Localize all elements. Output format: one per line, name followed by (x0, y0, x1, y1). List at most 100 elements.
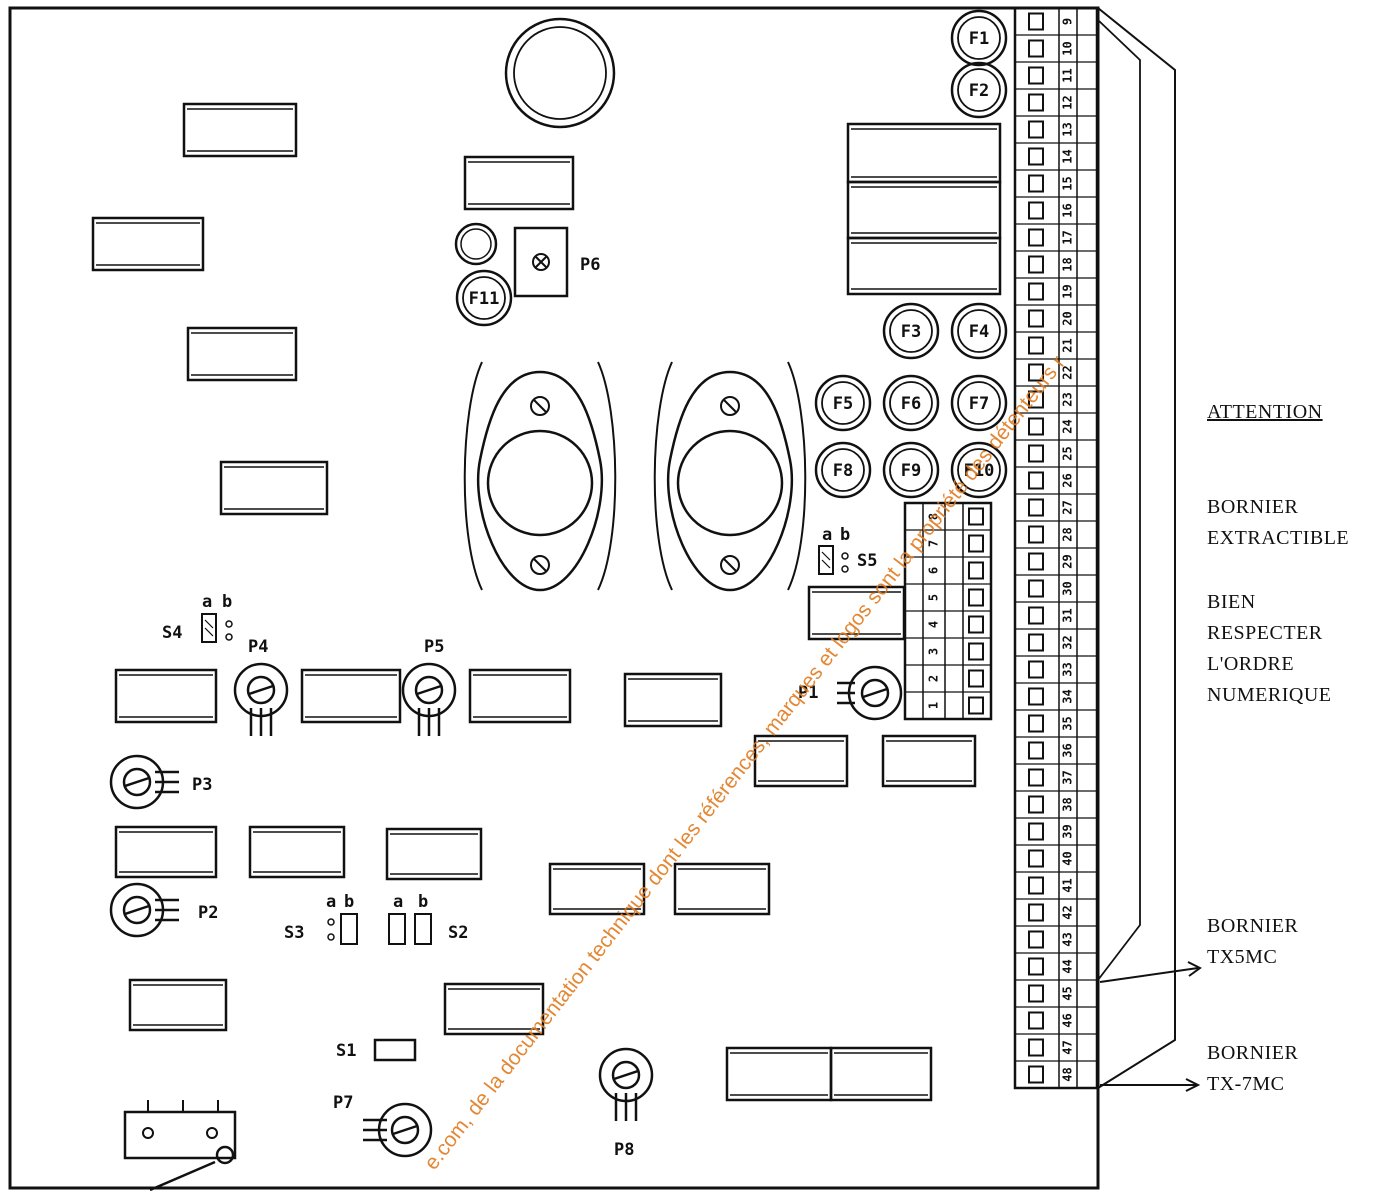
switch-pos-label: b (418, 892, 428, 912)
terminal-screw (1028, 633, 1044, 652)
fuse-label: F6 (901, 394, 921, 414)
potentiometer-legs (249, 708, 273, 736)
jumper-switch (818, 545, 834, 575)
potentiometer-knob (414, 675, 444, 705)
terminal-number: 14 (1061, 149, 1075, 163)
screw-slot (723, 399, 737, 413)
potentiometer-label: P1 (798, 683, 818, 703)
fuse-label: F3 (901, 322, 921, 342)
component-rect (846, 180, 1002, 240)
terminal-screw (1028, 714, 1044, 733)
component-body (846, 180, 1002, 240)
jumper-pin (327, 918, 335, 926)
fuse-holder (950, 61, 1008, 119)
fuse-label: F2 (969, 81, 989, 101)
jumper-hatch (204, 619, 214, 629)
terminal-number: 2 (927, 675, 941, 682)
terminal-screw (1028, 822, 1044, 841)
terminal-screw (1028, 768, 1044, 787)
fuse-label: F10 (964, 461, 995, 481)
terminal-number: 39 (1061, 824, 1075, 838)
switch-pos-label: b (222, 592, 232, 612)
fuse-holder (814, 374, 872, 432)
note-line: TX-7MC (1207, 1073, 1285, 1095)
terminal-number: 3 (927, 648, 941, 655)
terminal-number: 21 (1061, 338, 1075, 352)
terminal-number: 5 (927, 594, 941, 601)
terminal-number: 9 (1061, 18, 1075, 25)
fuse-label: F11 (469, 289, 500, 309)
terminal-number: 40 (1061, 851, 1075, 865)
jumper-pin (225, 633, 233, 641)
note-bornier-tx7mc: BORNIER TX-7MC (1207, 1038, 1298, 1100)
heatsink-fin (597, 361, 617, 591)
arrow-tx5mc (1099, 967, 1199, 983)
note-line: RESPECTER (1207, 622, 1323, 644)
switch-label: S4 (162, 623, 182, 643)
terminal-number: 15 (1061, 176, 1075, 190)
potentiometer-knob (122, 895, 152, 925)
terminal-number: 35 (1061, 716, 1075, 730)
terminal-number: 45 (1061, 986, 1075, 1000)
component-rect (114, 668, 218, 724)
connector-pin (215, 1145, 235, 1165)
potentiometer-legs (614, 1093, 638, 1121)
terminal-screw (1028, 930, 1044, 949)
switch-label: S5 (857, 551, 877, 571)
terminal-number: 13 (1061, 122, 1075, 136)
terminal-screw (1028, 201, 1044, 220)
component-rect (753, 734, 849, 788)
fuse-holder-inner (957, 68, 1001, 112)
potentiometer-label: P4 (248, 637, 268, 657)
terminal-number: 17 (1061, 230, 1075, 244)
terminal-number: 11 (1061, 68, 1075, 82)
terminal-screw (1028, 1065, 1044, 1084)
component-body (182, 102, 298, 158)
terminal-number: 44 (1061, 959, 1075, 973)
terminal-screw (1028, 687, 1044, 706)
terminal-number: 42 (1061, 905, 1075, 919)
connector-wire (149, 1160, 216, 1191)
note-line: BIEN (1207, 591, 1256, 613)
terminal-screw (1028, 525, 1044, 544)
fuse-holder-inner (821, 381, 865, 425)
component-body (846, 236, 1002, 296)
component-body (548, 862, 646, 916)
potentiometer-slot (392, 1124, 418, 1136)
terminal-number: 16 (1061, 203, 1075, 217)
fuse-holder-inner (957, 309, 1001, 353)
component-rect (182, 102, 298, 158)
component-body (114, 825, 218, 879)
terminal-screw (1028, 309, 1044, 328)
connector-hole (206, 1127, 218, 1139)
switch-pos-label: a (326, 892, 336, 912)
terminal-number: 47 (1061, 1040, 1075, 1054)
note-bornier-extractible: BORNIER EXTRACTIBLE (1207, 492, 1349, 554)
terminal-screw (1028, 66, 1044, 85)
transistor-case (476, 370, 604, 592)
note-line: TX5MC (1207, 946, 1278, 968)
terminal-number: 34 (1061, 689, 1075, 703)
mounting-screw (530, 396, 550, 416)
jumper-body (818, 545, 834, 575)
terminal-number: 38 (1061, 797, 1075, 811)
component-body (846, 122, 1002, 184)
component-body (443, 982, 545, 1036)
terminal-number: 1 (927, 702, 941, 709)
terminal-number: 8 (927, 513, 941, 520)
component-body (186, 326, 298, 382)
terminal-number: 33 (1061, 662, 1075, 676)
component-body (91, 216, 205, 272)
component-rect (114, 825, 218, 879)
potentiometer-label: P2 (198, 903, 218, 923)
jumper-hatch (821, 551, 831, 561)
fuse-holder (882, 374, 940, 432)
terminal-screw (1028, 282, 1044, 301)
terminal-screw (1028, 471, 1044, 490)
note-bien-respecter: BIEN RESPECTER L'ORDRE NUMERIQUE (1207, 587, 1332, 711)
terminal-screw (968, 669, 984, 688)
component-rect (219, 460, 329, 516)
jumper-body (340, 913, 358, 945)
terminal-number: 25 (1061, 446, 1075, 460)
